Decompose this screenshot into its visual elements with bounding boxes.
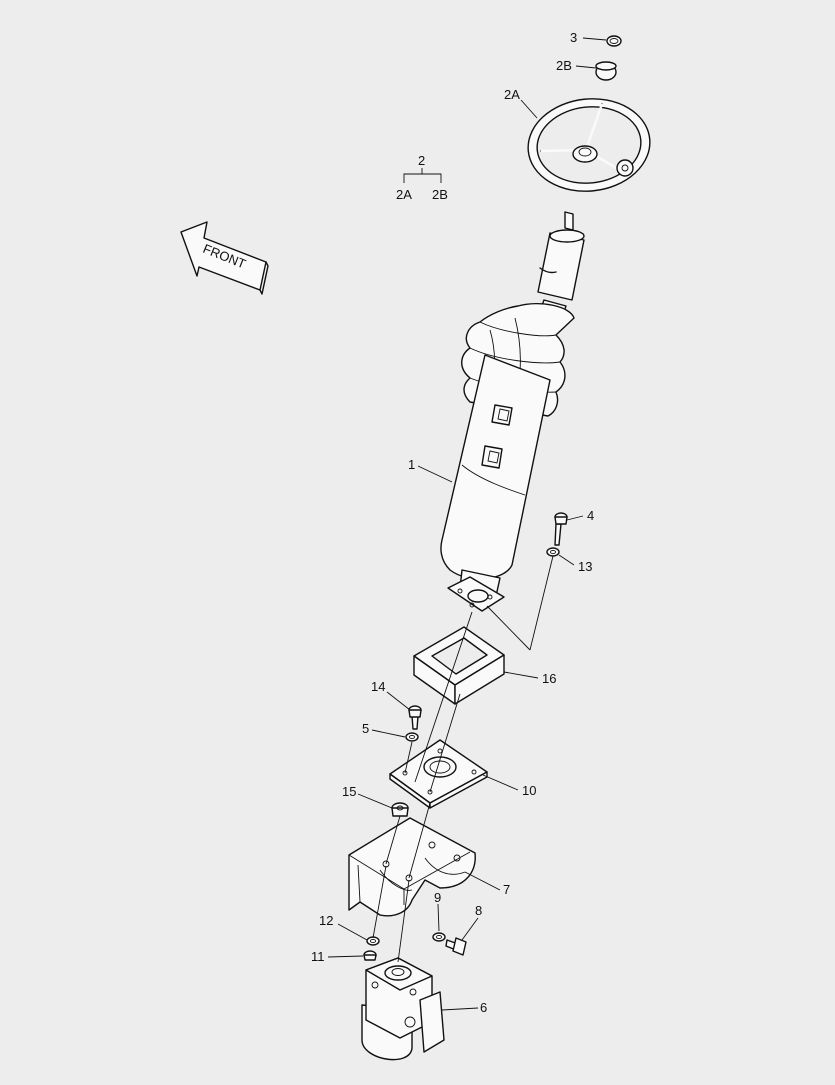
callout-1: 1: [408, 457, 415, 472]
hex-bolt-part: [408, 705, 422, 730]
lock-washer-part: [546, 547, 560, 557]
steering-valve-part: [361, 957, 445, 1061]
callout-2b: 2B: [556, 58, 572, 73]
callout-leaders: [327, 37, 607, 1011]
callout-4: 4: [587, 508, 594, 523]
assembly-guide-lines: [372, 555, 554, 963]
spacer-block-part: [413, 626, 505, 705]
flat-washer-part: [405, 732, 419, 742]
callout-14: 14: [371, 679, 385, 694]
group-parent-label: 2: [418, 153, 425, 168]
callout-11: 11: [311, 949, 325, 964]
group-child-2a: 2A: [396, 187, 412, 202]
group-bracket: 2 2A 2B: [396, 153, 448, 202]
front-direction-arrow: FRONT: [180, 221, 269, 295]
mounting-plate-part: [389, 739, 488, 809]
cap-screw-part: [554, 512, 568, 546]
washer-part: [432, 932, 446, 942]
callout-13: 13: [578, 559, 592, 574]
callout-3: 3: [570, 30, 577, 45]
side-bolt-part: [445, 937, 467, 956]
callout-16: 16: [542, 671, 556, 686]
steering-wheel-part: [527, 98, 651, 192]
callout-12: 12: [319, 913, 333, 928]
callout-5: 5: [362, 721, 369, 736]
lower-washer-part: [366, 936, 380, 946]
hex-nut-part: [391, 802, 409, 817]
steering-column-part: [440, 211, 585, 612]
callout-labels: 3 2B 2A 1 4 13 16 14 5 10 15 7 9 8 12 11…: [311, 30, 594, 1015]
o-ring-part: [606, 35, 622, 47]
callout-6: 6: [480, 1000, 487, 1015]
group-child-2b: 2B: [432, 187, 448, 202]
callout-9: 9: [434, 890, 441, 905]
callout-2a: 2A: [504, 87, 520, 102]
callout-15: 15: [342, 784, 356, 799]
horn-cap-part: [595, 61, 617, 81]
callout-10: 10: [522, 783, 536, 798]
callout-7: 7: [503, 882, 510, 897]
lower-nut-part: [363, 950, 377, 961]
callout-8: 8: [475, 903, 482, 918]
